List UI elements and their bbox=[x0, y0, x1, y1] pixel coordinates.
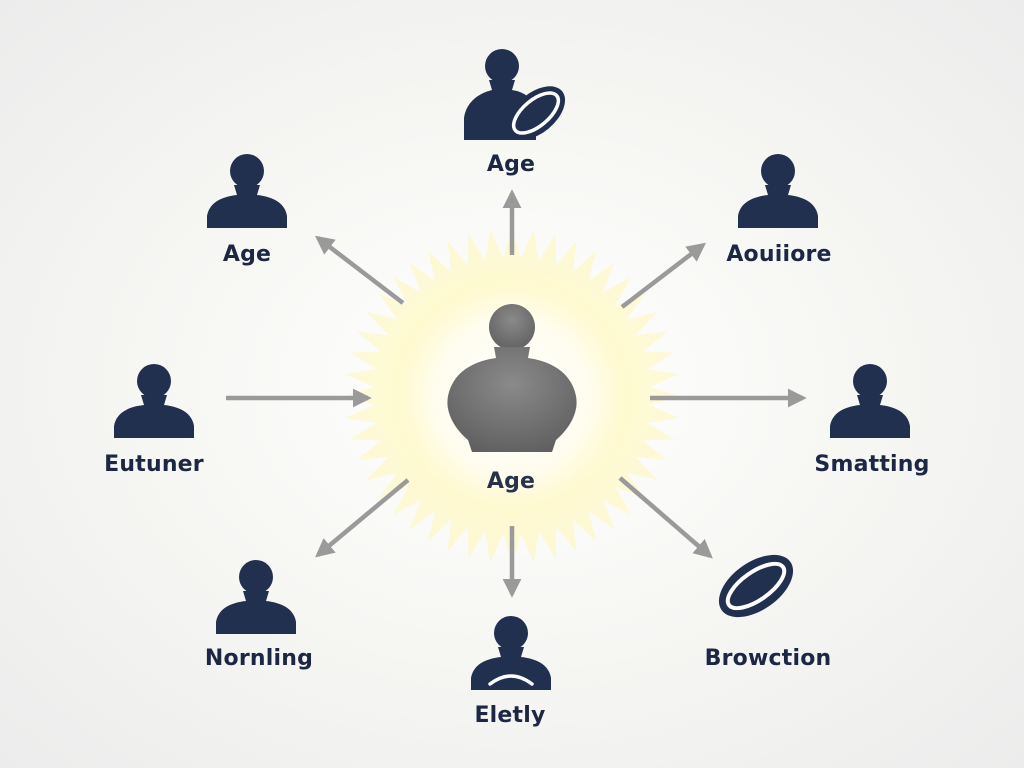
connector-arrows bbox=[226, 189, 807, 598]
node-label-right: Smatting bbox=[814, 452, 930, 477]
center-person-icon bbox=[447, 304, 577, 452]
node-left-person-icon bbox=[114, 364, 194, 438]
node-bottom-left-person-icon bbox=[216, 560, 296, 634]
node-right-person-icon bbox=[830, 364, 910, 438]
arrow-bottom-left bbox=[315, 478, 410, 558]
node-top-right-person-icon bbox=[738, 154, 818, 228]
node-label-top-left: Age bbox=[222, 242, 272, 267]
node-top-rugby-ball-icon bbox=[506, 86, 566, 140]
node-label-left: Eutuner bbox=[104, 452, 204, 477]
node-top-left-person-icon bbox=[207, 154, 287, 228]
arrow-top-left bbox=[314, 235, 405, 305]
center-label: Age bbox=[486, 469, 536, 494]
node-bottom-right-rugby-ball-icon bbox=[718, 554, 794, 618]
node-bottom-person-icon bbox=[471, 616, 551, 690]
arrow-bottom-right bbox=[618, 476, 713, 559]
node-label-bottom: Eletly bbox=[474, 703, 546, 728]
arrow-top-right bbox=[620, 242, 707, 309]
node-label-bottom-right: Browction bbox=[704, 646, 832, 671]
node-label-bottom-left: Nornling bbox=[204, 646, 314, 671]
node-label-top: Age bbox=[486, 152, 536, 177]
node-label-top-right: Aouiiore bbox=[726, 242, 832, 267]
